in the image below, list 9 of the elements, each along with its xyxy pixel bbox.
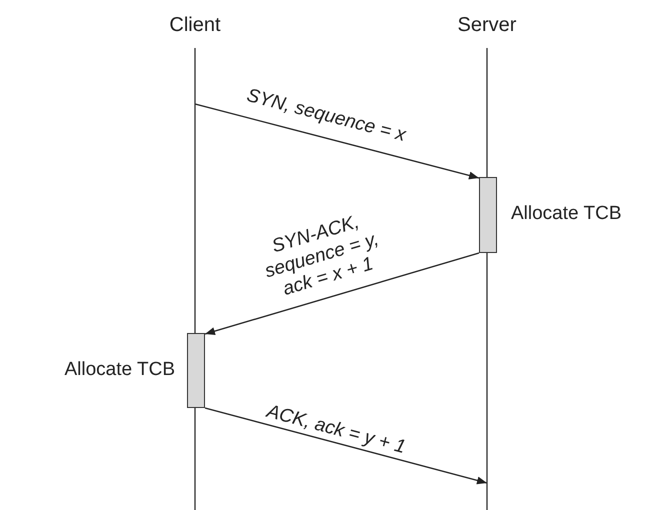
participant-label: Client xyxy=(168,14,222,37)
arrow xyxy=(194,103,480,180)
note-text: Allocate TCB xyxy=(64,358,175,380)
arrow xyxy=(204,407,488,484)
note-text: Allocate TCB xyxy=(511,203,622,225)
participant-label: Server xyxy=(456,14,518,37)
edge-label: SYN, sequence = x xyxy=(243,84,409,148)
edge-label: ACK, ack = y + 1 xyxy=(264,400,409,460)
arrow xyxy=(204,252,480,335)
